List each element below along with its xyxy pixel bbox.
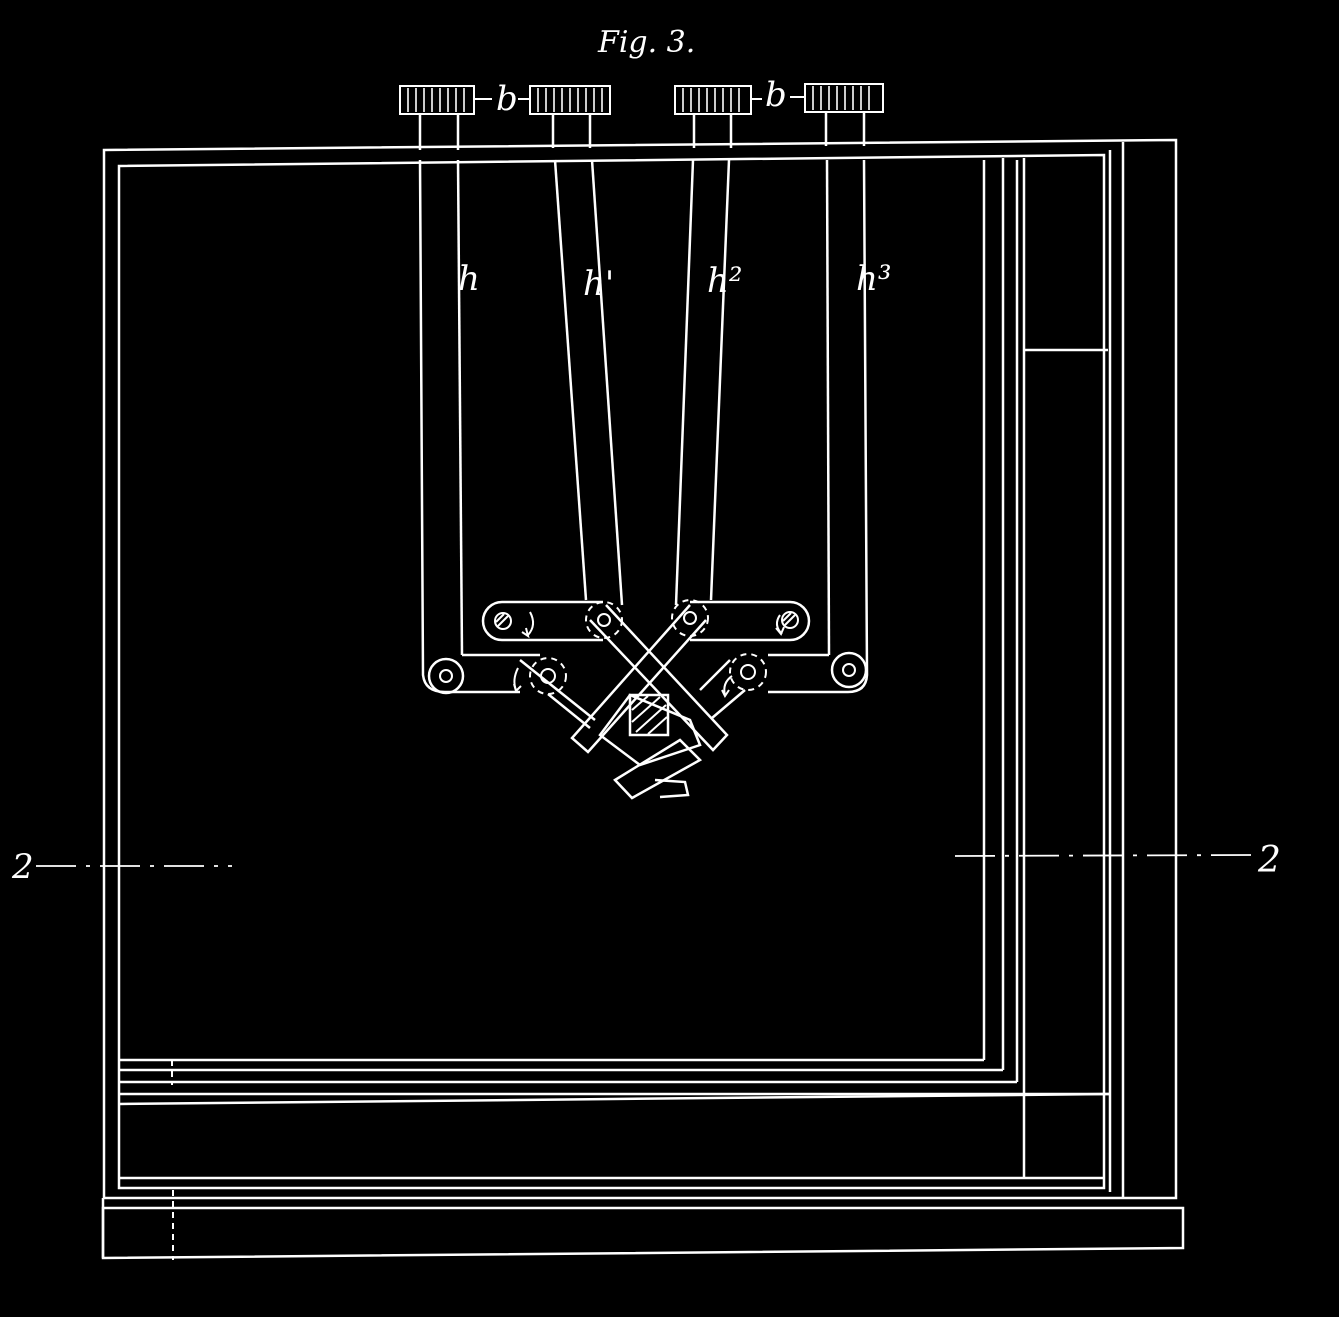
label-h1: h'	[583, 264, 614, 304]
section-line	[36, 854, 1256, 867]
section-label-left: 2	[11, 847, 34, 887]
knurled-knob-2	[529, 85, 611, 148]
knurled-knob-4	[804, 83, 884, 146]
label-h2: h²	[707, 261, 743, 301]
label-b-right: b	[765, 75, 787, 115]
label-h: h	[458, 259, 480, 299]
rods	[418, 159, 869, 694]
box-frame	[101, 138, 1185, 1260]
linkage-mechanism	[427, 599, 868, 800]
knurled-knob-3	[674, 85, 752, 148]
label-b-left: b	[496, 79, 518, 119]
knurled-knob-1	[399, 85, 475, 150]
figure-title: Fig. 3.	[597, 25, 695, 60]
knob-group	[399, 83, 884, 150]
label-h3: h³	[856, 259, 892, 299]
section-label-right: 2	[1257, 840, 1281, 881]
